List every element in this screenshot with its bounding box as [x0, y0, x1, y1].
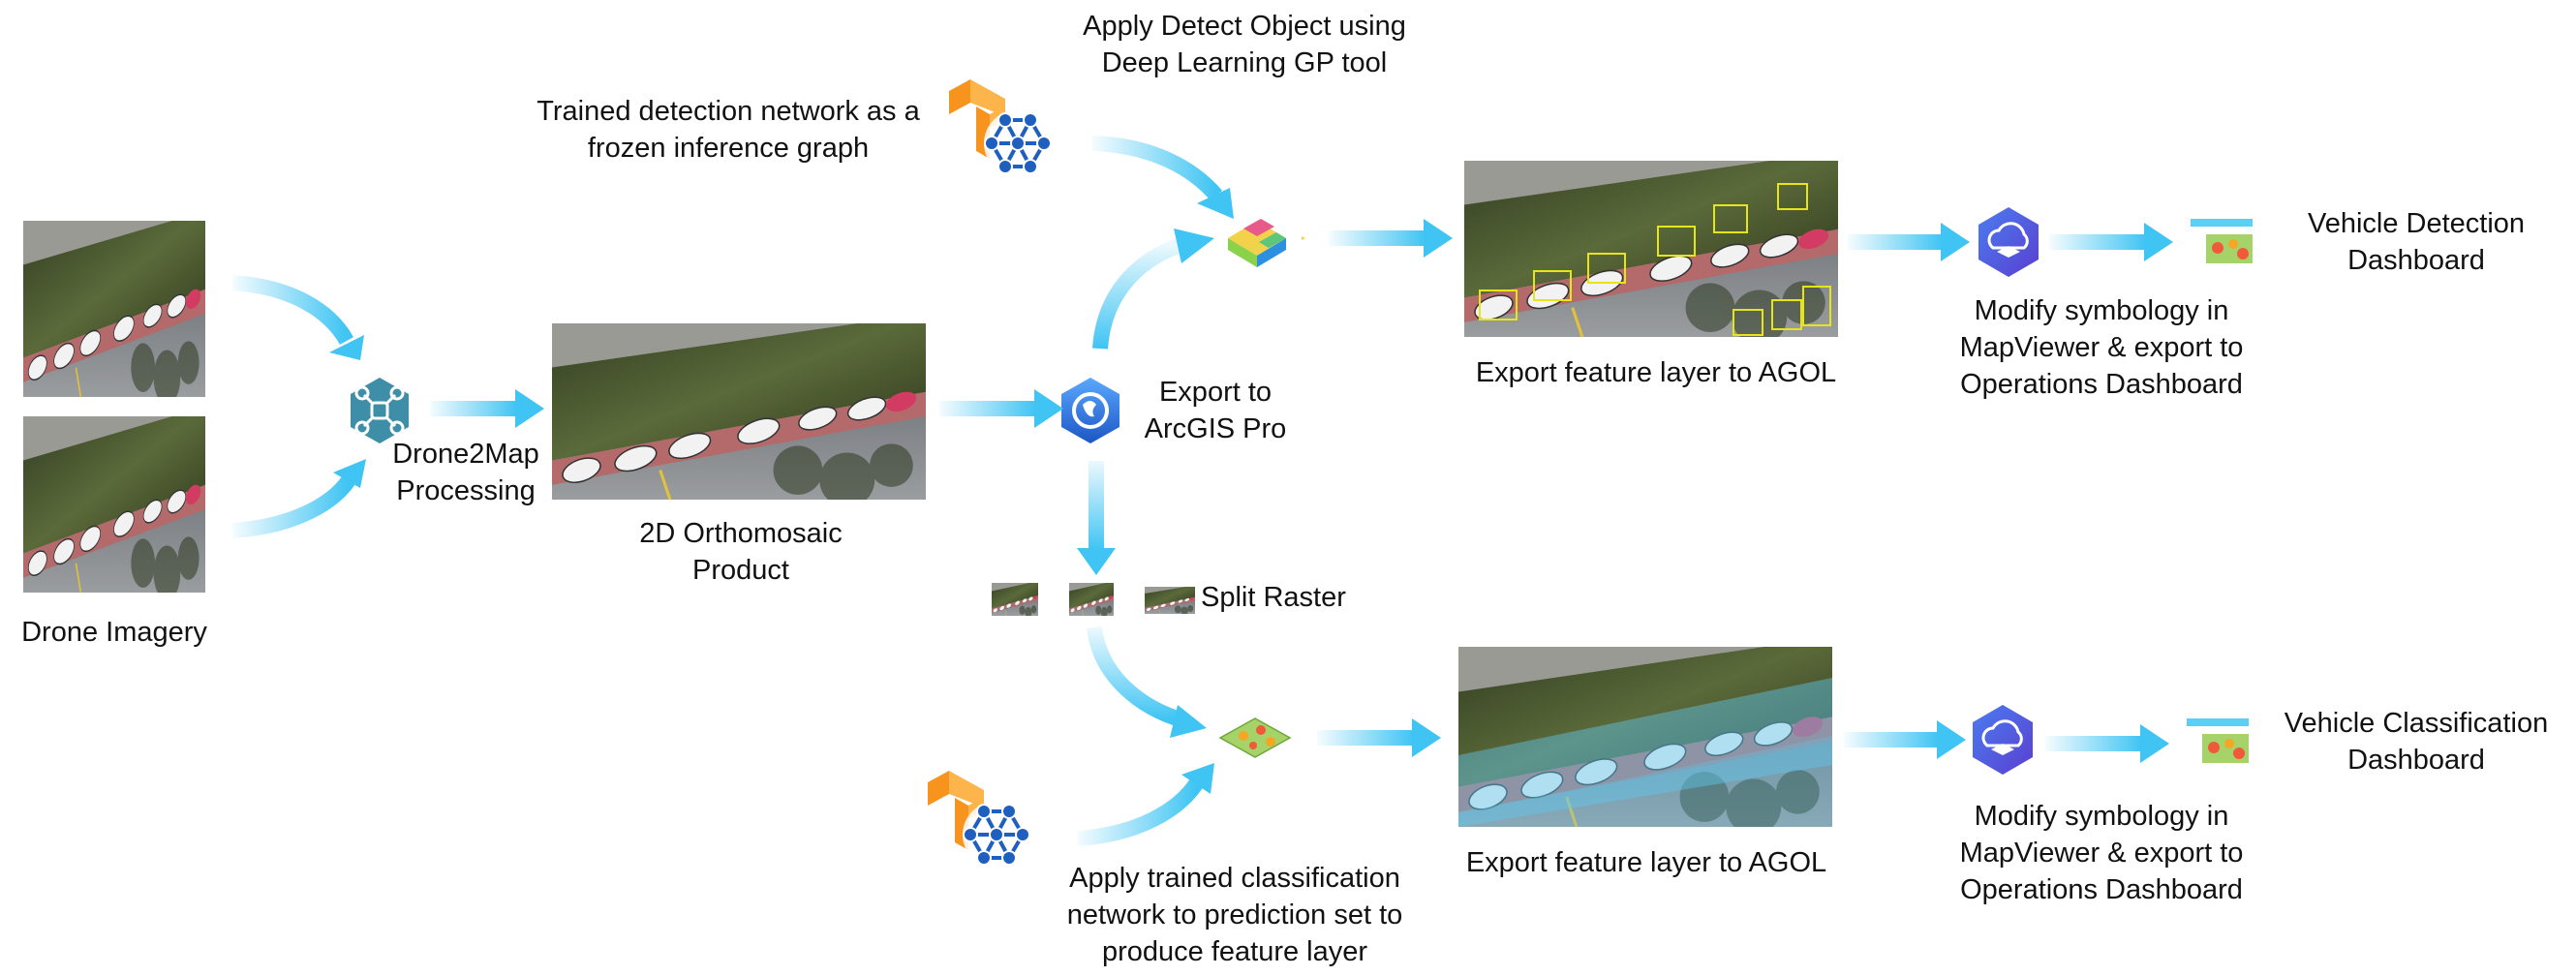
operations-dashboard-icon-top	[2191, 219, 2253, 263]
arrow-export-to-detect	[1092, 229, 1214, 350]
label-apply-detect: Apply Detect Object using Deep Learning …	[1083, 11, 1406, 78]
label-drone2map-processing: Drone2Map Processing	[392, 439, 539, 506]
label-export-agol-top: Export feature layer to AGOL	[1475, 357, 1837, 388]
arrows	[231, 136, 2173, 846]
label-orthomosaic: 2D Orthomosaic Product	[639, 518, 843, 586]
drone-image-2	[23, 416, 205, 593]
tensorflow-network-icon-top	[947, 77, 1053, 178]
label-modify-bottom: Modify symbology in MapViewer & export t…	[1959, 801, 2244, 905]
arrow-classify-to-result	[1317, 718, 1441, 757]
mapviewer-cloud-icon-bottom	[1971, 703, 2035, 777]
arrow-tensorflow-to-classify	[1076, 763, 1214, 846]
arrow-mapviewer-to-dashboard-top	[2049, 223, 2173, 261]
classification-layer-icon	[1218, 717, 1292, 758]
drone-image-1	[23, 221, 205, 397]
arrow-image2-to-drone2map	[231, 459, 366, 538]
label-vehicle-detection-dashboard: Vehicle Detection Dashboard	[2307, 208, 2526, 276]
deep-learning-layers-icon	[1228, 219, 1305, 267]
drone2map-icon	[351, 378, 409, 443]
label-drone-imagery: Drone Imagery	[21, 617, 207, 648]
arcgis-pro-globe-icon	[1061, 378, 1119, 443]
arrow-tensorflow-to-detect	[1091, 136, 1234, 219]
arrow-result-to-mapviewer-top	[1848, 223, 1970, 261]
operations-dashboard-icon-bottom	[2187, 718, 2249, 763]
orthomosaic-image	[552, 323, 926, 500]
label-apply-classification: Apply trained classification network to …	[1066, 863, 1403, 967]
detection-result-image	[1464, 161, 1838, 337]
tensorflow-network-icon-bottom	[926, 769, 1031, 869]
split-raster-tiles	[992, 583, 1195, 616]
arrow-detect-to-result	[1329, 219, 1453, 258]
arrow-mapviewer-to-dashboard-bottom	[2045, 724, 2169, 763]
arrow-drone2map-to-orthomosaic	[430, 389, 544, 428]
label-vehicle-classification-dashboard: Vehicle Classification Dashboard	[2284, 708, 2549, 776]
label-trained-detection: Trained detection network as a frozen in…	[537, 96, 920, 164]
arrow-export-to-split	[1077, 461, 1116, 575]
label-split-raster: Split Raster	[1201, 582, 1346, 613]
label-modify-top: Modify symbology in MapViewer & export t…	[1959, 295, 2244, 400]
arrow-image1-to-drone2map	[231, 275, 364, 360]
label-export-agol-bottom: Export feature layer to AGOL	[1465, 847, 1827, 878]
label-export-arcgis-pro: Export to ArcGIS Pro	[1144, 377, 1287, 444]
arrow-orthomosaic-to-export	[939, 389, 1063, 428]
mapviewer-cloud-icon-top	[1977, 205, 2040, 279]
arrow-result-to-mapviewer-bottom	[1844, 720, 1966, 759]
arrow-split-to-classify	[1087, 625, 1207, 738]
classification-result-image	[1458, 647, 1832, 827]
